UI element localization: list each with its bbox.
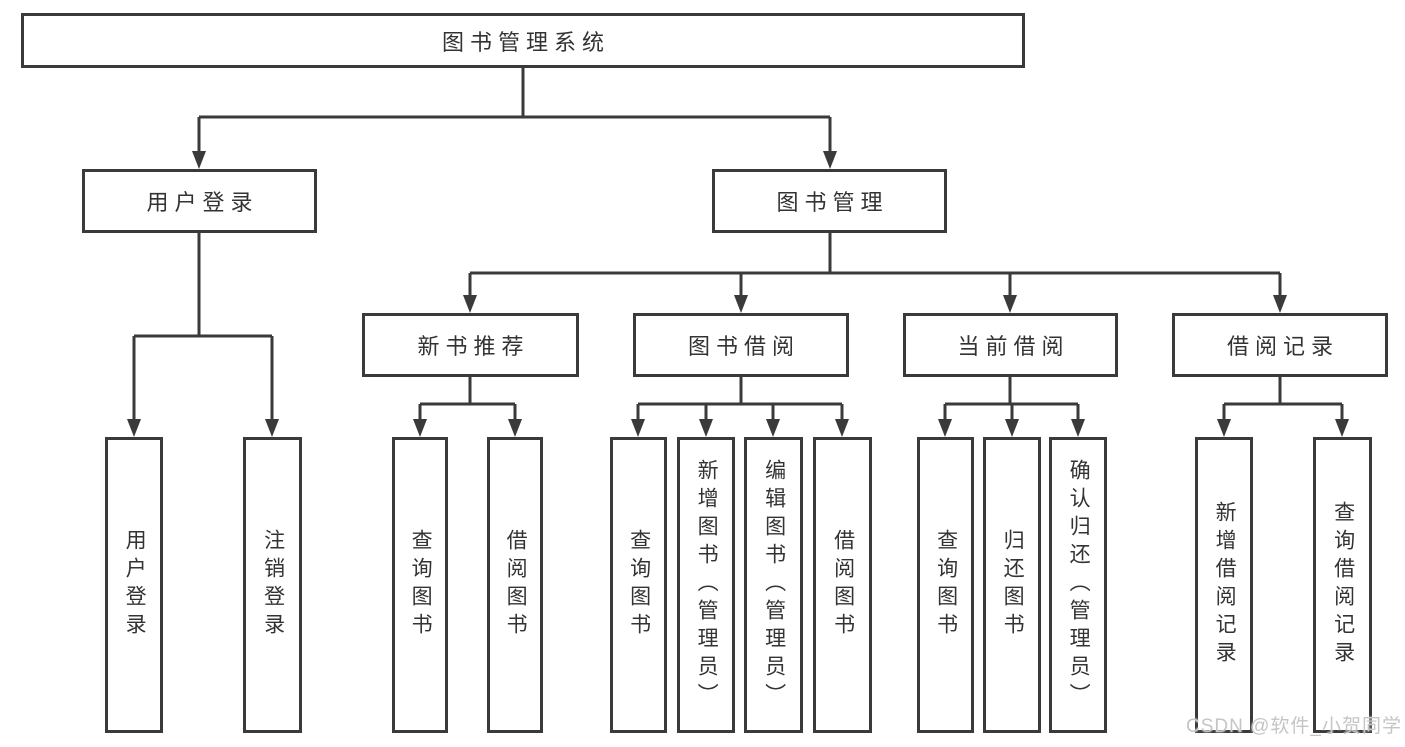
- node-label: 借阅记录: [1226, 334, 1339, 359]
- node-library-management-system: 图书管理系统: [21, 13, 1025, 68]
- leaf-borrow-books-borrowing: 借阅图书: [813, 437, 872, 733]
- node-label: 借阅图书: [831, 529, 855, 641]
- node-label: 查询图书: [627, 529, 651, 641]
- node-label: 注销登录: [261, 529, 285, 641]
- leaf-confirm-return-admin: 确认归还（管理员）: [1049, 437, 1107, 733]
- node-book-management: 图书管理: [712, 169, 947, 233]
- node-label: 确认归还（管理员）: [1067, 459, 1091, 711]
- node-label: 图书借阅: [687, 334, 800, 359]
- leaf-query-books-borrowing: 查询图书: [610, 437, 667, 733]
- node-label: 借阅图书: [504, 529, 528, 641]
- node-label: 查询图书: [934, 529, 958, 641]
- node-label: 用户登录: [123, 529, 147, 641]
- leaf-query-books-recommend: 查询图书: [392, 437, 448, 733]
- node-borrowing-records: 借阅记录: [1172, 313, 1388, 377]
- leaf-logout: 注销登录: [243, 437, 302, 733]
- leaf-add-borrow-record: 新增借阅记录: [1195, 437, 1253, 733]
- leaf-query-books-current: 查询图书: [917, 437, 974, 733]
- node-label: 用户登录: [146, 190, 259, 215]
- leaf-user-login: 用户登录: [105, 437, 163, 733]
- node-label: 查询图书: [409, 529, 433, 641]
- node-label: 新增借阅记录: [1213, 501, 1237, 669]
- node-label: 归还图书: [1001, 529, 1025, 641]
- leaf-return-books: 归还图书: [983, 437, 1041, 733]
- node-label: 新增图书（管理员）: [695, 459, 719, 711]
- node-label: 图书管理系统: [441, 29, 610, 55]
- node-label: 图书管理: [776, 190, 889, 215]
- arrowheads: [127, 151, 1349, 437]
- leaf-add-books-admin: 新增图书（管理员）: [677, 437, 735, 733]
- watermark: CSDN @软件_小贺同学: [1186, 716, 1402, 737]
- node-current-borrowing: 当前借阅: [903, 313, 1118, 377]
- node-label: 查询借阅记录: [1331, 501, 1355, 669]
- leaf-borrow-books-recommend: 借阅图书: [487, 437, 543, 733]
- node-label: 编辑图书（管理员）: [762, 459, 786, 711]
- node-user-login: 用户登录: [82, 169, 317, 233]
- node-book-borrowing: 图书借阅: [633, 313, 849, 377]
- node-label: 新书推荐: [417, 334, 530, 359]
- node-label: 当前借阅: [957, 334, 1070, 359]
- leaf-edit-books-admin: 编辑图书（管理员）: [744, 437, 803, 733]
- node-new-book-recommend: 新书推荐: [362, 313, 579, 377]
- leaf-query-borrow-record: 查询借阅记录: [1313, 437, 1372, 733]
